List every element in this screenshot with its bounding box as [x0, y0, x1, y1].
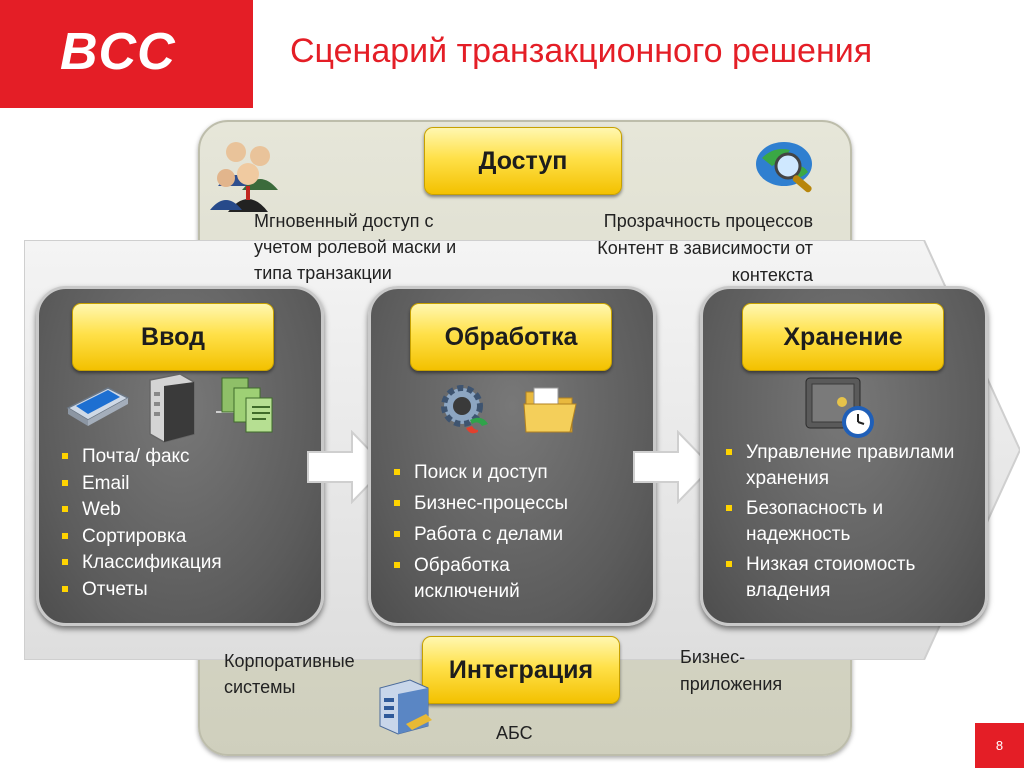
logo-text: BCC [60, 23, 176, 81]
list-item: Web [60, 497, 310, 524]
integration-bottom-text: АБС [496, 723, 533, 743]
access-left-line: учетом ролевой маски и [254, 237, 457, 257]
users-icon [210, 142, 278, 212]
integration-right-line: Бизнес- [680, 647, 746, 667]
list-item: Отчеты [60, 577, 310, 604]
page-number: 8 [975, 723, 1024, 768]
access-left-line: типа транзакции [254, 263, 392, 283]
list-item: Безопасность и надежность [724, 496, 916, 547]
tab-input: Ввод [72, 303, 274, 371]
list-item: Обработка исключений [392, 553, 554, 605]
tab-access: Доступ [424, 127, 622, 195]
access-right-line: Прозрачность процессов [603, 211, 813, 231]
tab-storage: Хранение [742, 303, 944, 371]
database-icon [379, 679, 432, 735]
access-right-line: Контент в зависимости от [597, 238, 813, 258]
server-icon [149, 373, 195, 443]
safe-clock-icon [805, 377, 874, 438]
list-item: Почта/ факс [60, 444, 310, 471]
integration-left-line: системы [224, 677, 296, 697]
page-title: Сценарий транзакционного решения [290, 32, 873, 70]
list-item: Поиск и доступ [392, 460, 642, 486]
documents-icon [216, 377, 273, 433]
logo: BCC [0, 0, 253, 108]
input-items: Почта/ факс Email Web Сортировка Классиф… [60, 444, 310, 604]
tab-processing: Обработка [410, 303, 612, 371]
list-item: Email [60, 471, 310, 498]
access-right-line: контекста [731, 265, 813, 285]
gear-icon [441, 385, 488, 434]
list-item: Классификация [60, 550, 310, 577]
scanner-icon [66, 387, 130, 426]
folder-icon [523, 387, 577, 433]
integration-left-line: Корпоративные [224, 651, 355, 671]
list-item: Управление правилами хранения [724, 440, 966, 491]
flow-arrow-icon [633, 430, 714, 504]
storage-items: Управление правилами хранения Безопаснос… [724, 440, 974, 603]
list-item: Работа с делами [392, 522, 642, 548]
processing-items: Поиск и доступ Бизнес-процессы Работа с … [392, 460, 642, 605]
list-item: Сортировка [60, 524, 310, 551]
tab-integration: Интеграция [422, 636, 620, 704]
integration-right-line: приложения [680, 674, 783, 694]
access-left-line: Мгновенный доступ с [254, 211, 434, 231]
list-item: Низкая стоиомость владения [724, 552, 976, 603]
list-item: Бизнес-процессы [392, 491, 642, 517]
integration-left-text: Корпоративные системы [224, 648, 404, 700]
access-left-text: Мгновенный доступ с учетом ролевой маски… [254, 208, 524, 286]
integration-right-text: Бизнес- приложения [680, 644, 830, 698]
magnifier-globe-icon [756, 142, 812, 193]
access-right-text: Прозрачность процессов Контент в зависим… [540, 208, 813, 289]
